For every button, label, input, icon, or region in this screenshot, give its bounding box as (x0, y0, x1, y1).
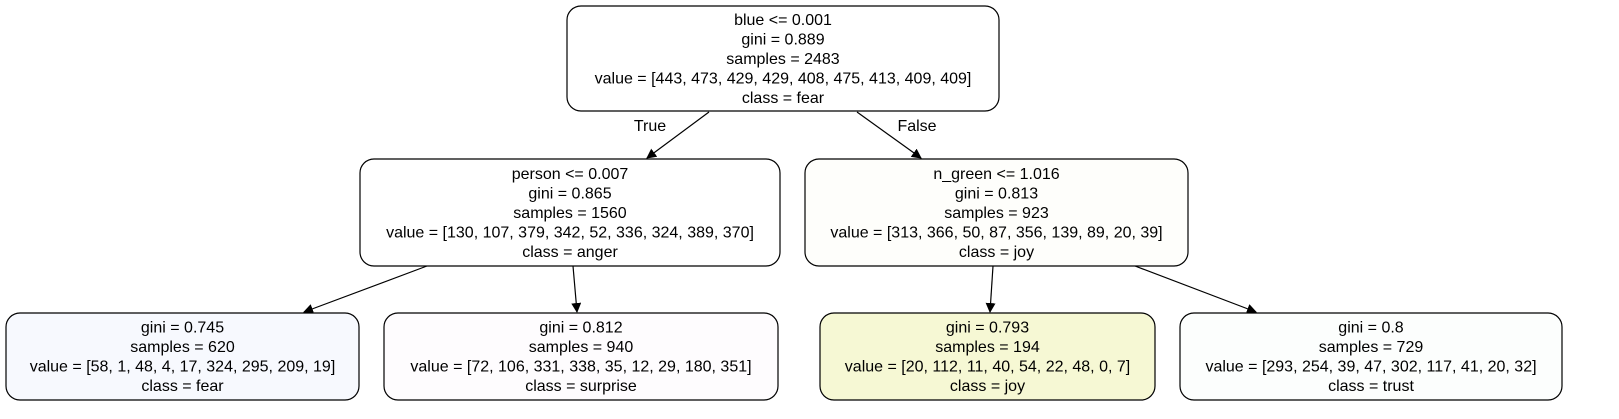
edges-layer: True False (303, 111, 1257, 314)
node-box (5, 312, 360, 401)
node-line: class = trust (1328, 378, 1414, 395)
edge-left-to-ll (303, 265, 428, 314)
node-box (359, 158, 781, 267)
edge-root-to-left (646, 111, 710, 159)
tree-node-right: n_green <= 1.016 gini = 0.813 samples = 92… (804, 158, 1189, 267)
node-box (383, 312, 779, 401)
node-line: blue <= 0.001 (734, 12, 832, 29)
node-line: gini = 0.812 (539, 320, 622, 337)
node-line: samples = 1560 (513, 205, 627, 222)
node-line: value = [72, 106, 331, 338, 35, 12, 29, … (410, 359, 751, 376)
node-box (804, 158, 1189, 267)
edge-label-true: True (634, 118, 666, 135)
node-line: gini = 0.813 (955, 185, 1038, 202)
node-box (1179, 312, 1563, 401)
node-line: samples = 2483 (726, 51, 840, 68)
node-line: class = fear (141, 378, 224, 395)
edge-left-to-lr (571, 265, 582, 313)
edge-right-to-rl (985, 265, 996, 313)
edge-label-false: False (897, 118, 936, 135)
edge-root-to-right (856, 111, 922, 159)
node-line: value = [130, 107, 379, 342, 52, 336, 32… (386, 224, 754, 241)
node-line: gini = 0.793 (946, 320, 1029, 337)
node-line: samples = 194 (935, 339, 1040, 356)
nodes-layer: blue <= 0.001 gini = 0.889 samples = 2483 v… (5, 5, 1563, 401)
node-line: class = joy (950, 378, 1025, 395)
node-box (566, 5, 1000, 112)
node-line: samples = 923 (944, 205, 1049, 222)
node-line: value = [313, 366, 50, 87, 356, 139, 89,… (830, 224, 1162, 241)
tree-node-ll: gini = 0.745 samples = 620 value = [58, 1,… (5, 312, 360, 401)
node-line: gini = 0.889 (741, 31, 824, 48)
node-line: gini = 0.8 (1338, 320, 1403, 337)
node-line: value = [293, 254, 39, 47, 302, 117, 41,… (1205, 359, 1536, 376)
node-line: value = [58, 1, 48, 4, 17, 324, 295, 209… (30, 359, 336, 376)
node-line: gini = 0.865 (528, 185, 611, 202)
tree-node-rr: gini = 0.8 samples = 729 value = [293, 254… (1179, 312, 1563, 401)
node-line: samples = 940 (529, 339, 634, 356)
node-box (819, 312, 1156, 401)
tree-node-root: blue <= 0.001 gini = 0.889 samples = 2483 v… (566, 5, 1000, 112)
edge-right-to-rr (1134, 265, 1257, 314)
node-line: samples = 620 (130, 339, 235, 356)
tree-node-left: person <= 0.007 gini = 0.865 samples = 156… (359, 158, 781, 267)
node-line: class = anger (522, 244, 618, 261)
tree-node-lr: gini = 0.812 samples = 940 value = [72, 10… (383, 312, 779, 401)
node-line: class = surprise (525, 378, 637, 395)
tree-node-rl: gini = 0.793 samples = 194 value = [20, 11… (819, 312, 1156, 401)
node-line: class = fear (742, 90, 825, 107)
node-line: person <= 0.007 (512, 166, 629, 183)
node-line: value = [443, 473, 429, 429, 408, 475, 4… (595, 70, 972, 87)
node-line: class = joy (959, 244, 1034, 261)
node-line: value = [20, 112, 11, 40, 54, 22, 48, 0,… (845, 359, 1130, 376)
node-line: gini = 0.745 (141, 320, 224, 337)
node-line: n_green <= 1.016 (933, 166, 1059, 183)
node-line: samples = 729 (1319, 339, 1424, 356)
